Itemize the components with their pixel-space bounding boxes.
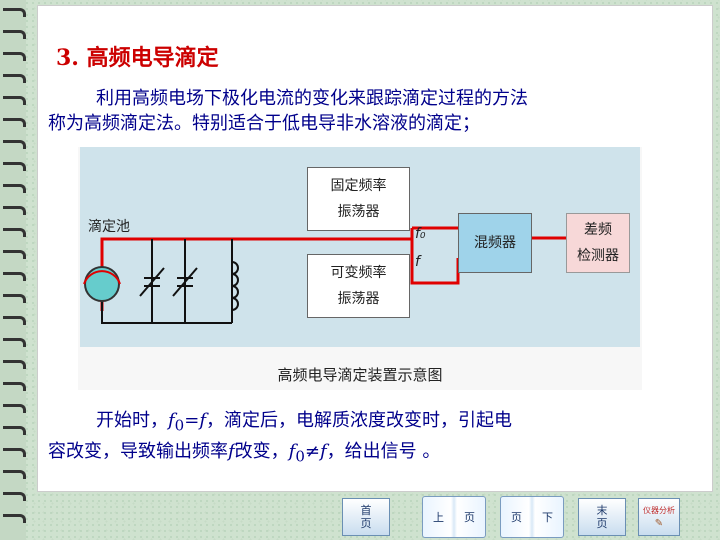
section-heading: 3. 高频电导滴定: [56, 45, 219, 71]
spiral-ring: [3, 118, 26, 127]
diagram-caption: 高频电导滴定装置示意图: [277, 366, 443, 384]
fixed-oscillator-box: 固定频率 振荡器: [307, 167, 410, 231]
spiral-ring: [3, 404, 26, 413]
spiral-ring: [3, 162, 26, 171]
spiral-ring: [3, 360, 26, 369]
spiral-ring: [3, 250, 26, 259]
intro-line-1: 利用高频电场下极化电流的变化来跟踪滴定过程的方法: [96, 88, 528, 109]
spiral-ring: [3, 448, 26, 457]
inductor-coil: [231, 261, 239, 311]
notebook-spiral: [0, 0, 26, 540]
page-navigation: 首 页 上 页 页 下 末 页 仪器分析 ✎: [338, 494, 718, 540]
spiral-ring: [3, 338, 26, 347]
wire-tank-bottom: [101, 283, 232, 324]
fixed-osc-line2: 振荡器: [337, 204, 380, 220]
fixed-osc-line1: 固定频率: [330, 178, 387, 194]
conclusion-line-1: 开始时，f0=f，滴定后，电解质浓度改变时，引起电: [96, 410, 512, 435]
variable-capacitor-2: [172, 267, 198, 297]
f-label: f: [415, 254, 420, 270]
spiral-ring: [3, 514, 26, 523]
spiral-ring: [3, 30, 26, 39]
spiral-ring: [3, 96, 26, 105]
spiral-ring: [3, 140, 26, 149]
conclusion-paragraph: 开始时，f0=f，滴定后，电解质浓度改变时，引起电 容改变，导致输出频率f改变，…: [48, 408, 688, 469]
first-page-button[interactable]: 首 页: [342, 498, 390, 536]
spiral-ring: [3, 52, 26, 61]
spiral-ring: [3, 470, 26, 479]
next-page-button[interactable]: 页 下: [500, 496, 564, 538]
pen-icon: ✎: [654, 518, 664, 529]
detector-line2: 检测器: [577, 248, 619, 264]
spiral-ring: [3, 228, 26, 237]
spiral-ring: [3, 492, 26, 501]
spiral-ring: [3, 74, 26, 83]
var-osc-line2: 振荡器: [337, 291, 380, 307]
detector-box: 差频 检测器: [566, 213, 630, 273]
spiral-ring: [3, 426, 26, 435]
prev-page-button[interactable]: 上 页: [422, 496, 486, 538]
cell-icon: [83, 266, 121, 302]
variable-capacitor-1: [139, 267, 165, 297]
last-page-button[interactable]: 末 页: [578, 498, 626, 536]
spiral-ring: [3, 316, 26, 325]
conclusion-line-2: 容改变，导致输出频率f改变，f0≠f，给出信号 。: [48, 440, 441, 466]
mixer-box: 混频器: [458, 213, 532, 273]
intro-paragraph: 利用高频电场下极化电流的变化来跟踪滴定过程的方法 称为高频滴定法。特别适合于低电…: [48, 86, 688, 136]
f0-label: f₀: [415, 226, 426, 242]
spiral-ring: [3, 294, 26, 303]
spiral-ring: [3, 184, 26, 193]
titration-cell-label: 滴定池: [88, 219, 130, 235]
black-wires: [101, 239, 233, 324]
course-home-button[interactable]: 仪器分析 ✎: [638, 498, 680, 536]
spiral-ring: [3, 382, 26, 391]
variable-oscillator-box: 可变频率 振荡器: [307, 254, 410, 318]
spiral-ring: [3, 272, 26, 281]
detector-line1: 差频: [584, 222, 612, 238]
mixer-label: 混频器: [474, 235, 516, 251]
spiral-ring: [3, 206, 26, 215]
var-osc-line1: 可变频率: [330, 265, 387, 281]
intro-line-2: 称为高频滴定法。特别适合于低电导非水溶液的滴定；: [48, 113, 480, 134]
spiral-ring: [3, 8, 26, 17]
